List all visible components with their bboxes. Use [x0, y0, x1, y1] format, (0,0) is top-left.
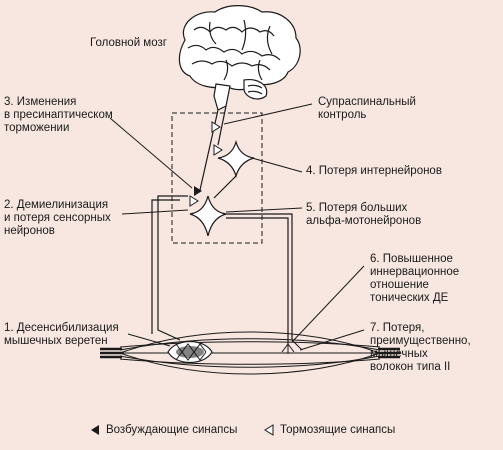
open-triangle-icon: [264, 424, 274, 436]
excitatory-synapse-icon: [194, 186, 202, 196]
legend-excitatory-label: Возбуждающие синапсы: [106, 424, 238, 436]
legend-inhibitory-label: Тормозящие синапсы: [280, 424, 396, 436]
interneuron-axon: [213, 175, 237, 199]
muscle: [119, 331, 381, 375]
legend-excitatory: Возбуждающие синапсы: [90, 424, 237, 436]
leader-lines: [109, 103, 365, 351]
filled-triangle-icon: [91, 425, 99, 435]
neuromuscular-junction: [281, 339, 303, 354]
label-tonic-units: 6. Повышенное иннервационное отношение т…: [370, 253, 460, 304]
label-interneuron-loss: 4. Потеря интернейронов: [306, 165, 442, 177]
label-demyelination: 2. Демиелинизация и потеря сенсорных ней…: [4, 199, 111, 237]
label-spindle-desensitization: 1. Десенсибилизация мышечных веретен: [4, 322, 119, 347]
muscle-spindle: [167, 340, 213, 364]
inhibitory-synapse-icon: [189, 195, 199, 207]
tendons: [100, 347, 400, 359]
legend-inhibitory: Тормозящие синапсы: [264, 424, 395, 436]
label-motoneuron-loss: 5. Потеря больших альфа-мотонейронов: [306, 202, 422, 227]
label-type2-fiber-loss: 7. Потеря, преимущественно, мышечных вол…: [370, 322, 471, 373]
label-supraspinal-control: Супраспинальный контроль: [318, 96, 416, 121]
interneuron: [217, 139, 255, 179]
sensory-afferent: [151, 195, 188, 341]
motor-efferent: [226, 213, 293, 344]
inhibitory-synapse-icon: [211, 121, 221, 133]
descending-pathway: [199, 105, 227, 191]
brain-label: Головной мозг: [90, 37, 167, 49]
label-presynaptic-inhibition: 3. Изменения в пресинаптическом торможен…: [4, 96, 113, 134]
spinal-cord-box: [171, 112, 263, 244]
brain-illustration: [178, 5, 301, 111]
inhibitory-synapse-icon: [213, 144, 223, 156]
